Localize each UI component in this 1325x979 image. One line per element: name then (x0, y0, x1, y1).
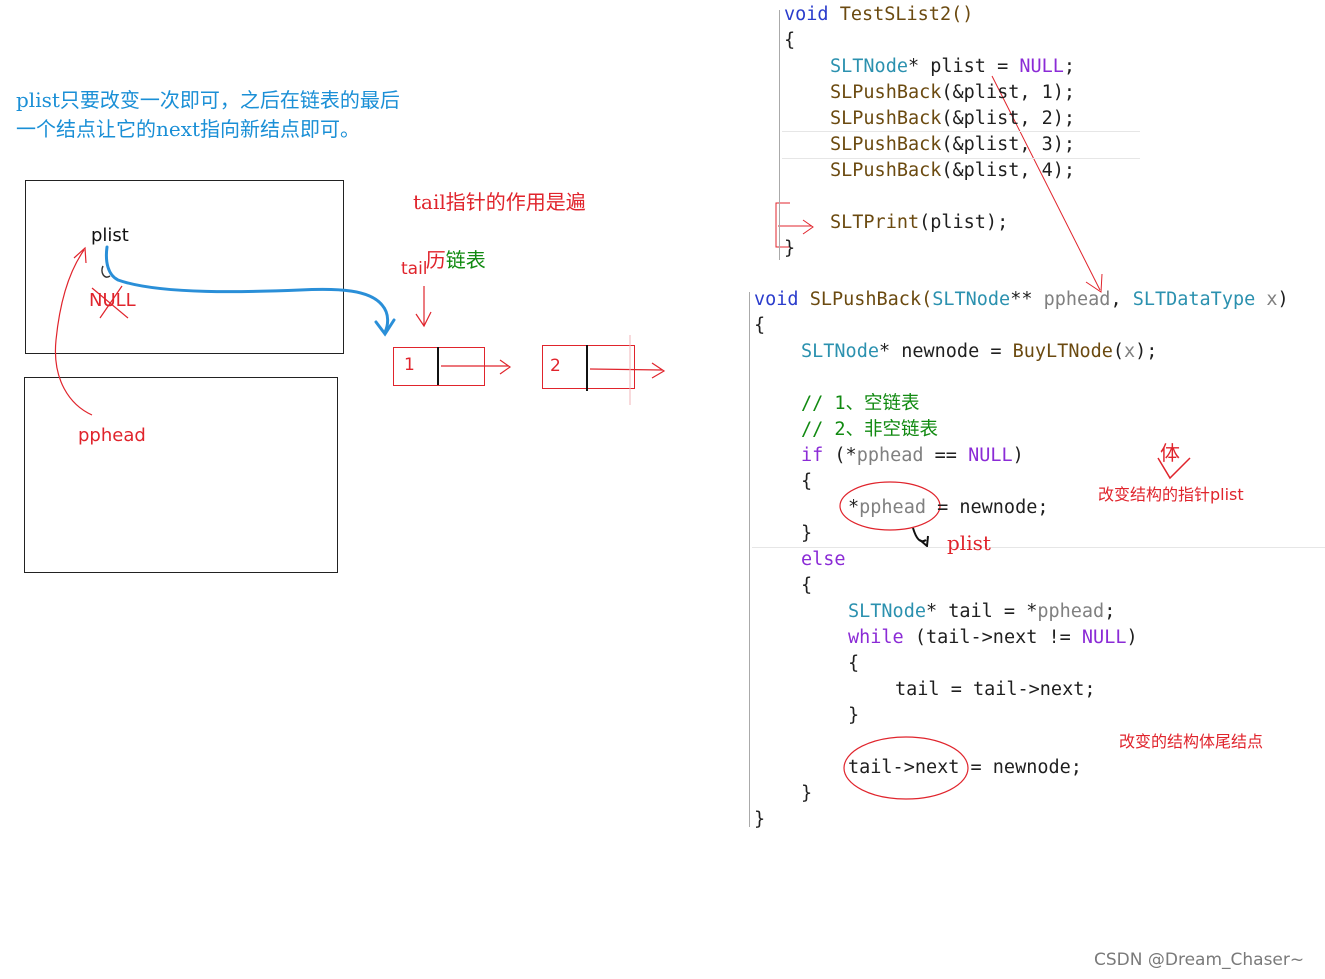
node-1-next-arrowhead (499, 359, 512, 375)
ti-annotation: 体 (1160, 441, 1180, 465)
code-top-line-1: void TestSList2() (784, 4, 974, 25)
code-bottom-line-while: while (tail->next != NULL) (848, 627, 1138, 648)
pphead-hook-arrowhead (919, 535, 929, 549)
code-top-line-3: SLTNode* plist = NULL; (830, 56, 1076, 77)
tail-note-red-part: 历 (425, 248, 446, 272)
code-bottom-current-line (752, 547, 1325, 548)
code-top-line-9: SLTPrint(plist); (830, 212, 1009, 233)
node-2-divider (586, 345, 588, 391)
code-bottom-line-21: } (754, 809, 766, 830)
print-bracket-arrowhead (802, 219, 814, 235)
tail-purpose-note: tail指针的作用是遍 (413, 190, 586, 214)
code-top-line-10: } (784, 238, 796, 259)
node-2-value: 2 (550, 356, 561, 376)
code-bottom-comment-2: // 2、非空链表 (801, 419, 939, 440)
code-top-line-5: SLPushBack(&plist, 2); (830, 108, 1076, 129)
plist-to-node-arrowhead (374, 318, 396, 337)
code-top-line-6: SLPushBack(&plist, 3); (830, 134, 1076, 155)
node-1-divider (437, 347, 439, 385)
csdn-watermark: CSDN @Dream_Chaser~ (1094, 950, 1305, 970)
tail-arrowhead (415, 311, 432, 328)
plist-label: plist (91, 225, 129, 246)
list-node-2 (542, 345, 635, 389)
code-bottom-line-10: } (801, 523, 813, 544)
plist-hand-annotation: plist (947, 531, 991, 555)
tail-note-green-part: 链表 (445, 248, 486, 272)
code-bottom-line-13: SLTNode* tail = *pphead; (848, 601, 1116, 622)
change-tail-annotation: 改变的结构体尾结点 (1119, 732, 1264, 751)
code-bottom-line-16: tail = tail->next; (895, 679, 1096, 700)
code-bottom-line-12: { (801, 575, 813, 596)
code-bottom-line-17: } (848, 705, 860, 726)
node-1-value: 1 (404, 355, 415, 375)
code-bottom-line-1: void SLPushBack(SLTNode** pphead, SLTDat… (754, 289, 1289, 310)
code-bottom-line-3: SLTNode* newnode = BuyLTNode(x); (801, 341, 1158, 362)
code-top-line-7: SLPushBack(&plist, 4); (830, 160, 1076, 181)
code-bottom-comment-1: // 1、空链表 (801, 393, 920, 414)
node-2-next-arrowhead (651, 362, 666, 379)
null-label: NULL (89, 290, 136, 311)
code-bottom-line-9: *pphead = newnode; (848, 497, 1049, 518)
tail-purpose-note-line2: 历链表 (413, 217, 486, 275)
code-top-line-2: { (784, 30, 796, 51)
code-top-line-4: SLPushBack(&plist, 1); (830, 82, 1076, 103)
code-bottom-line-2: { (754, 315, 766, 336)
code-bottom-line-8: { (801, 471, 813, 492)
code-top-current-line (782, 131, 1140, 159)
plist-explanation-note: plist只要改变一次即可，之后在链表的最后一个结点让它的next指向新结点即可… (16, 88, 400, 141)
code-bottom-line-19: tail->next = newnode; (848, 757, 1082, 778)
pphead-hook-arrow (912, 527, 927, 543)
pphead-box (24, 377, 338, 573)
pphead-label: pphead (78, 425, 146, 446)
code-bottom-gutter (749, 292, 750, 827)
change-plist-annotation: 改变结构的指针plist (1098, 485, 1244, 504)
code-top-gutter (779, 10, 780, 260)
code-bottom-line-else: else (801, 549, 846, 570)
code-bottom-line-15: { (848, 653, 860, 674)
code-bottom-line-if: if (*pphead == NULL) (801, 445, 1024, 466)
tail-label: tail (401, 259, 428, 279)
code-bottom-line-20: } (801, 783, 813, 804)
plist-box (25, 180, 344, 354)
